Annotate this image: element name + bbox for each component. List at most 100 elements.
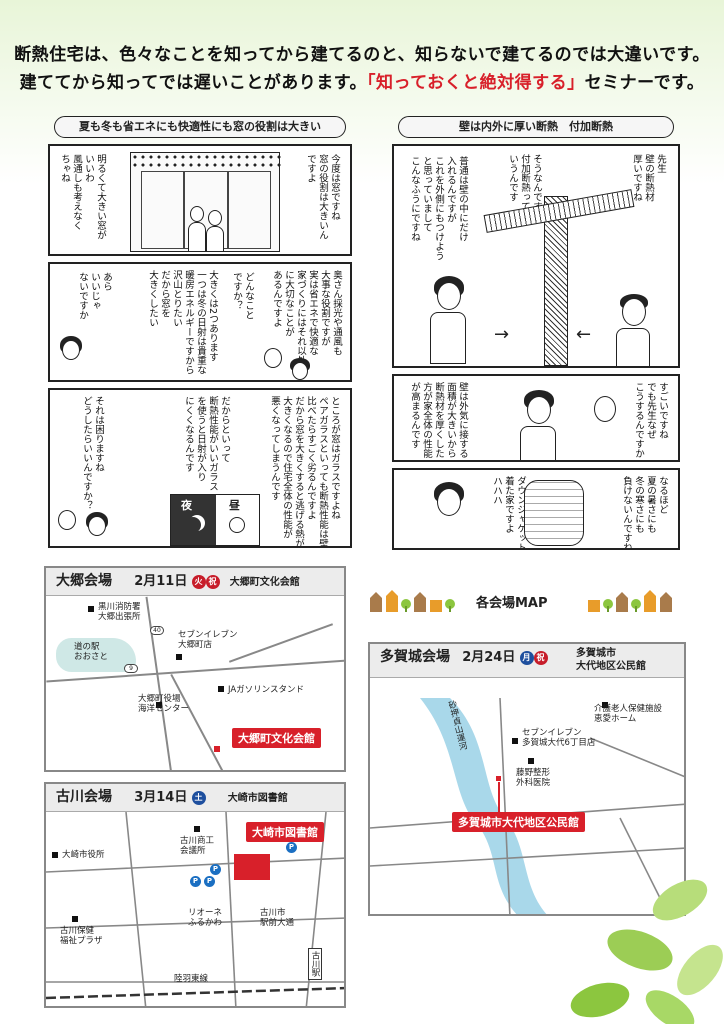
comic-panel-l2: 奥さん採光や通風も 大事な役割ですが 実は省エネで快適な 家づくりにはそれ以外 …	[48, 262, 352, 382]
tagajo-date: 2月24日	[462, 650, 516, 665]
bubble-r1-1: 先生 壁の断熱材 厚いですね	[631, 154, 666, 202]
bubble-l2-3: 大きくは2つあります 一つは冬の日射は貴重な 暖房エネルギーですから 沢山とりた…	[147, 270, 218, 375]
bubble-r2-1: すごいですね でも先生なぜ こうするんですか	[633, 382, 668, 458]
road-diagonal	[170, 673, 224, 770]
night-label: 夜	[181, 499, 192, 512]
ohsato-venue: 大郷会場	[56, 573, 112, 589]
furukawa-date: 3月14日	[134, 790, 188, 805]
bubble-l3-1: ところが窓はガラスですよね ペアガラスといっても断熱性能は壁に 比べたらすごく劣…	[269, 396, 340, 548]
comic-panel-r3: なるほど 夏の暑さにも 冬の寒さにも 負けないんですね ダウンジャケットを 着た…	[392, 468, 680, 550]
label-seven-eleven-tagajo: セブンイレブン 多賀城大代6丁目店	[522, 728, 596, 748]
arrow-left-icon: ←	[576, 324, 592, 345]
bubble-r1-3: 普通は壁の中にだけ 入れるんですが これを外側にもつけよう と思っていまして こ…	[409, 156, 468, 261]
bubble-l2-2: どんなこと ですか？	[231, 272, 254, 320]
furukawa-hall: 大崎市図書館	[227, 793, 288, 804]
label-city-hall: 大崎市役所	[62, 850, 105, 860]
parking-icon-3: P	[204, 876, 215, 887]
route-9-badge: 9	[124, 664, 138, 673]
sun-icon	[229, 517, 245, 533]
furukawa-badge-weekday: 土	[191, 791, 206, 805]
label-michi: 道の駅 おおさと	[74, 642, 109, 662]
label-rikuu: 陸羽東線	[174, 974, 209, 984]
parking-icon-2: P	[190, 876, 201, 887]
bubble-l2-1: 奥さん採光や通風も 大事な役割ですが 実は省エネで快適な 家づくりにはそれ以外 …	[271, 270, 342, 365]
ohsato-badge-holiday: 祝	[205, 575, 220, 589]
label-care-home: 介護老人保健施設 恵愛ホーム	[594, 704, 663, 724]
seven-eleven-tagajo-marker	[512, 738, 518, 744]
label-ja: JAガソリンスタンド	[228, 685, 305, 695]
label-town-office: 大郷町役場 海洋センター	[138, 694, 190, 714]
map-ohsato: 大郷会場 2月11日 火祝 大郷町文化会館 道の駅 おおさと 黒川消防署 大郷出…	[44, 566, 346, 772]
chamber-marker	[194, 826, 200, 832]
headline-line-2: 建ててから知ってでは遅いことがあります。「知っておくと絶対得する」セミナーです。	[0, 68, 724, 93]
label-chamber: 古川商工 会議所	[180, 836, 215, 856]
moon-icon	[185, 517, 201, 533]
bubble-l1-2: 明るくて大きい窓が いいわ 風通しも考えなく ちゃね	[59, 154, 106, 240]
map-furukawa-header: 古川会場 3月14日 土 大崎市図書館	[46, 784, 344, 812]
care-home-marker	[602, 702, 608, 708]
bubble-r2-2: 壁は外気に接する 面積が大きいから 断熱材を厚くした 方が家全体の性能 が高まる…	[409, 382, 468, 458]
comic-area: 夏も冬も省エネにも快適性にも窓の役割は大きい 今度は窓ですね 窓の役割は大きいん…	[44, 112, 684, 552]
leaves-decoration	[560, 860, 724, 1024]
day-night-window: 夜 昼	[170, 494, 260, 546]
bubble-l2-4: あら いいじゃ ないですか	[77, 272, 112, 320]
furukawa-hall-tag[interactable]: 大崎市図書館	[246, 822, 324, 842]
headline-line-2-pre: 建ててから知ってでは遅いことがあります。	[19, 73, 368, 93]
town-office-marker	[156, 702, 162, 708]
tagajo-badge-weekday: 月	[519, 651, 534, 665]
label-clinic: 藤野整形 外科医院	[516, 768, 551, 788]
label-hoken: 古川保健 福祉プラザ	[60, 926, 103, 946]
tagajo-hall-pointer	[498, 782, 500, 812]
comic-panel-r1: 先生 壁の断熱材 厚いですね そうなんです 付加断熱って いうんです 普通は壁の…	[392, 144, 680, 368]
bubble-r3-2: ダウンジャケットを 着た家ですよ ハハハ	[491, 476, 526, 550]
road-40	[145, 596, 173, 770]
library-block	[234, 854, 270, 880]
furukawa-roads	[46, 812, 344, 1006]
label-ekimae: 古川市 駅前大通	[260, 908, 295, 928]
ja-gas-marker	[218, 686, 224, 692]
comic-right-title: 壁は内外に厚い断熱 付加断熱	[398, 116, 674, 138]
ohsato-hall-marker	[214, 746, 220, 752]
wall-insulation-illustration	[544, 196, 568, 366]
tagajo-venue: 多賀城会場	[380, 649, 450, 665]
arrow-right-icon: →	[494, 324, 510, 345]
furukawa-venue: 古川会場	[56, 789, 112, 805]
fire-station-marker	[88, 606, 94, 612]
headline-highlight: 「知っておくと絶対得する」	[367, 73, 585, 93]
headline-line-1: 断熱住宅は、色々なことを知ってから建てるのと、知らないで建てるのでは大違いです。	[14, 45, 710, 65]
tagajo-hall-tag[interactable]: 多賀城市大代地区公民館	[452, 812, 585, 832]
day-label: 昼	[229, 499, 240, 512]
houses-left-icon	[370, 590, 458, 616]
tagajo-hall-dot	[496, 776, 501, 781]
parking-icon-1: P	[210, 864, 221, 875]
bubble-r3-1: なるほど 夏の暑さにも 冬の寒さにも 負けないんですね	[621, 476, 668, 550]
comic-left-title: 夏も冬も省エネにも快適性にも窓の役割は大きい	[54, 116, 346, 138]
route-40-badge: 40	[150, 626, 164, 635]
comic-panel-l1: 今度は窓ですね 窓の役割は大きいん ですよ 明るくて大きい窓が いいわ 風通しも…	[48, 144, 352, 256]
bubble-l3-3: それは困りますね どうしたらいいんですか？	[81, 396, 104, 510]
bubble-l1-1: 今度は窓ですね 窓の役割は大きいん ですよ	[305, 154, 340, 240]
ohsato-badge-weekday: 火	[191, 575, 206, 589]
ohsato-hall-tag[interactable]: 大郷町文化会館	[232, 728, 321, 748]
tagajo-badge-holiday: 祝	[533, 651, 548, 665]
map-tagajo-header: 多賀城会場 2月24日 月祝 多賀城市 大代地区公民館	[370, 644, 684, 678]
map-section-title: 各会場MAP	[476, 596, 548, 611]
comic-left-column: 夏も冬も省エネにも快適性にも窓の役割は大きい 今度は窓ですね 窓の役割は大きいん…	[44, 112, 356, 552]
label-station: 古川駅	[308, 948, 322, 980]
comic-right-column: 壁は内外に厚い断熱 付加断熱 先生 壁の断熱材 厚いですね そうなんです 付加断…	[388, 112, 684, 552]
bubble-r1-2: そうなんです 付加断熱って いうんです	[507, 154, 542, 211]
road-north-east	[228, 623, 334, 663]
map-ohsato-header: 大郷会場 2月11日 火祝 大郷町文化会館	[46, 568, 344, 596]
michi-no-eki-area	[56, 638, 136, 672]
label-rione: リオーネ ふるかわ	[188, 908, 223, 928]
comic-panel-r2: すごいですね でも先生なぜ こうするんですか 壁は外気に接する 面積が大きいから…	[392, 374, 680, 462]
down-jacket-house-illustration	[524, 480, 584, 546]
label-seven-eleven: セブンイレブン 大郷町店	[178, 630, 238, 650]
seven-eleven-marker	[176, 654, 182, 660]
tagajo-hall: 多賀城市 大代地区公民館	[576, 648, 646, 672]
headline-line-2-post: セミナーです。	[584, 73, 705, 93]
map-tagajo: 多賀城会場 2月24日 月祝 多賀城市 大代地区公民館 砂押貞山運河 介護老人保…	[368, 642, 686, 916]
clinic-marker	[528, 758, 534, 764]
label-fire-station: 黒川消防署 大郷出張所	[98, 602, 141, 622]
parking-icon-4: P	[286, 842, 297, 853]
